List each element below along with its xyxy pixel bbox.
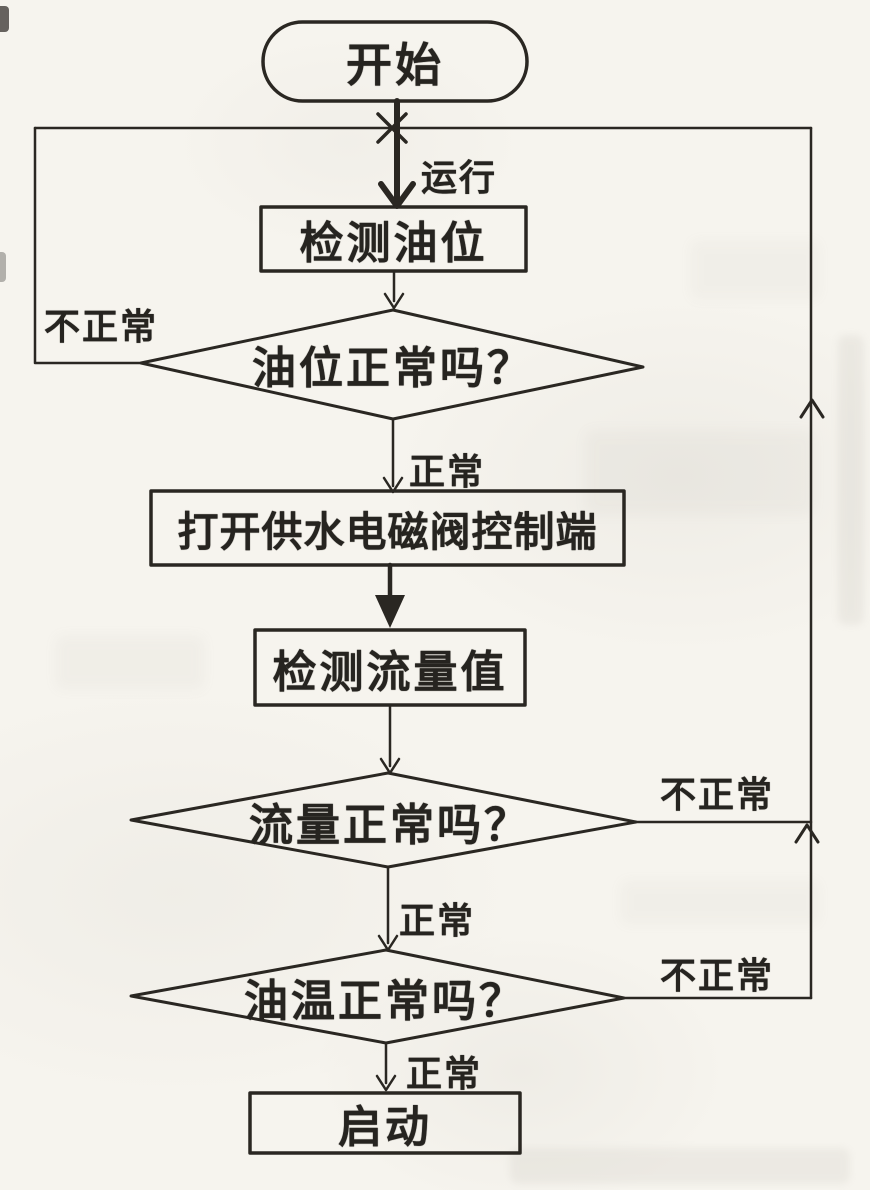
right-rail-merge-up-arrowhead (794, 823, 820, 844)
junction-x-mark (376, 112, 408, 144)
right-rail-up-arrowhead (799, 398, 825, 419)
start-node-label: 开始 (346, 37, 444, 92)
startup-box (248, 1091, 522, 1155)
flow-abnormal-label: 不正常 (660, 775, 775, 816)
oil-level-normal-label: 正常 (409, 452, 486, 493)
arrowhead-d3-to-startup (375, 1074, 397, 1092)
flow-normal-label: 正常 (399, 901, 476, 942)
startup-label: 启动 (338, 1102, 432, 1153)
oil-level-abnormal-label: 不正常 (44, 307, 159, 348)
open-valve-box (149, 489, 626, 567)
temp-abnormal-label: 不正常 (660, 956, 775, 997)
open-valve-label: 打开供水电磁阀控制端 (177, 508, 598, 556)
run-edge-label: 运行 (421, 158, 498, 199)
detect-oil-level-label: 检测油位 (299, 218, 488, 269)
feedback-left-rail (33, 126, 143, 365)
flow-decision-label: 流量正常吗？ (249, 800, 531, 851)
detect-flow-label: 检测流量值 (272, 646, 508, 698)
temp-normal-label: 正常 (406, 1054, 483, 1095)
valve-to-flow-solid-arrowhead (375, 595, 405, 628)
oil-temp-decision-label: 油温正常吗？ (244, 976, 526, 1027)
oil-level-decision-label: 油位正常吗？ (252, 343, 534, 394)
arrowhead-oilbox-to-d1 (383, 292, 405, 310)
